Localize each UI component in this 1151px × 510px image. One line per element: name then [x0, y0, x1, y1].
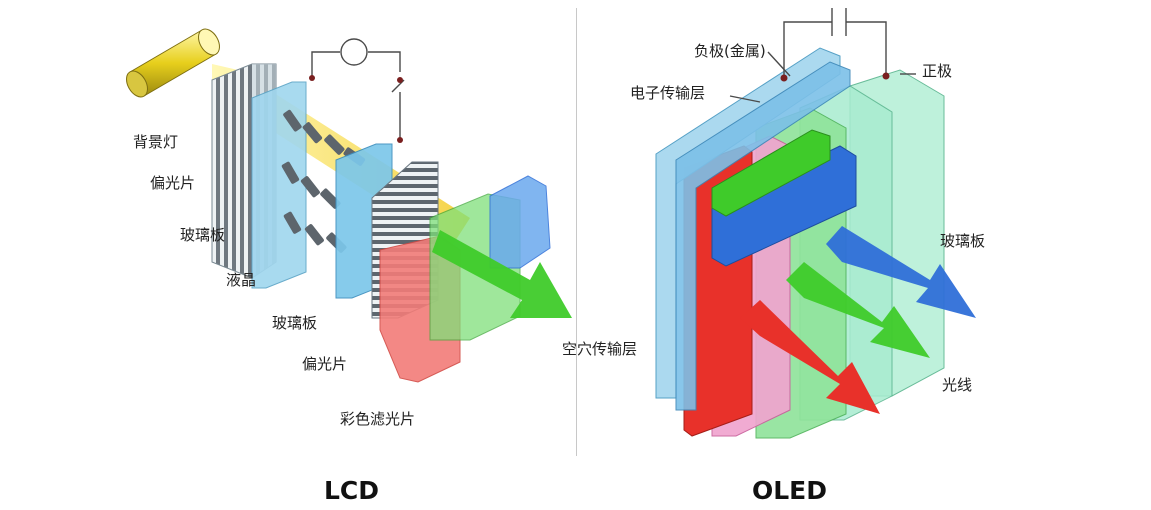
liquid-crystal-molecules [281, 109, 366, 253]
label-light: 光线 [942, 376, 973, 394]
lcd-green-light-arrow [432, 230, 572, 318]
label-liquid-crystal: 液晶 [226, 271, 257, 289]
oled-green-subpixel [711, 129, 831, 217]
label-oled-glass: 玻璃板 [940, 232, 986, 250]
oled-blue-light-arrow [826, 226, 976, 318]
label-anode: 正极 [922, 62, 953, 80]
lcd-ac-source-icon [340, 38, 368, 66]
label-hole-transport: 空穴传输层 [562, 340, 638, 358]
oled-green-light-arrow [786, 262, 930, 358]
backlight-tube [126, 28, 220, 98]
lcd-glass-1-panel [251, 81, 307, 289]
oled-diagram [655, 8, 976, 439]
label-lcd-glass-1: 玻璃板 [180, 226, 226, 244]
lcd-title: LCD [324, 476, 380, 505]
lcd-color-filter [379, 175, 551, 383]
label-electron-transport: 电子传输层 [630, 84, 706, 102]
oled-blue-subpixel [711, 145, 857, 267]
label-lcd-polarizer-1: 偏光片 [150, 174, 196, 192]
label-lcd-polarizer-2: 偏光片 [302, 355, 348, 373]
label-color-filter: 彩色滤光片 [340, 410, 416, 428]
oled-electron-transport-layer [675, 61, 851, 411]
center-divider [576, 8, 577, 456]
oled-circuit [729, 8, 916, 103]
lcd-circuit [311, 51, 405, 140]
label-backlight: 背景灯 [133, 133, 179, 151]
label-lcd-glass-2: 玻璃板 [272, 314, 318, 332]
oled-red-light-arrow [740, 300, 880, 414]
lcd-diagram [126, 28, 572, 383]
oled-title: OLED [752, 476, 828, 505]
label-cathode: 负极(金属) [694, 42, 766, 60]
